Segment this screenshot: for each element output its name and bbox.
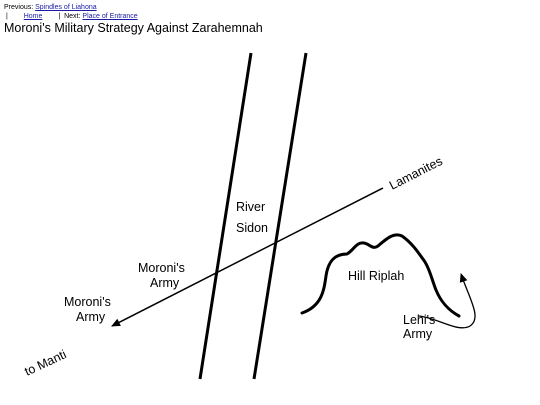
nav-separator: |: [58, 13, 61, 20]
moronis-army-center-label-2: Army: [150, 276, 180, 290]
home-link[interactable]: Home: [23, 13, 43, 20]
home-next-nav: | Home | Next: Place of Entrance: [4, 12, 138, 21]
moronis-army-left-label-2: Army: [76, 310, 106, 324]
lehis-army-label-1: Lehi's: [403, 313, 435, 327]
moronis-army-center-label-1: Moroni's: [138, 261, 185, 275]
hill-riplah-outline: [300, 233, 461, 318]
page-title: Moroni's Military Strategy Against Zarah…: [4, 21, 263, 35]
lamanites-route-line: [111, 187, 384, 327]
river-label-sidon: Sidon: [236, 221, 268, 235]
river-bank-right: [252, 52, 308, 380]
previous-prefix: Previous:: [4, 4, 34, 11]
moronis-army-left-label-1: Moroni's: [64, 295, 111, 309]
previous-nav: Previous: Spindles of Liahona: [4, 3, 97, 12]
lehis-army-route: [418, 273, 476, 329]
next-link[interactable]: Place of Entrance: [82, 13, 138, 20]
river-bank-left: [198, 52, 253, 380]
lamanites-label: Lamanites: [387, 154, 445, 193]
next-prefix: Next:: [64, 13, 81, 20]
to-manti-label: to Manti: [22, 347, 68, 378]
lehis-army-label-2: Army: [403, 327, 433, 341]
previous-link[interactable]: Spindles of Liahona: [35, 4, 97, 11]
hill-riplah-label: Hill Riplah: [348, 269, 404, 283]
nav-separator: |: [6, 13, 8, 20]
river-label-river: River: [236, 200, 265, 214]
